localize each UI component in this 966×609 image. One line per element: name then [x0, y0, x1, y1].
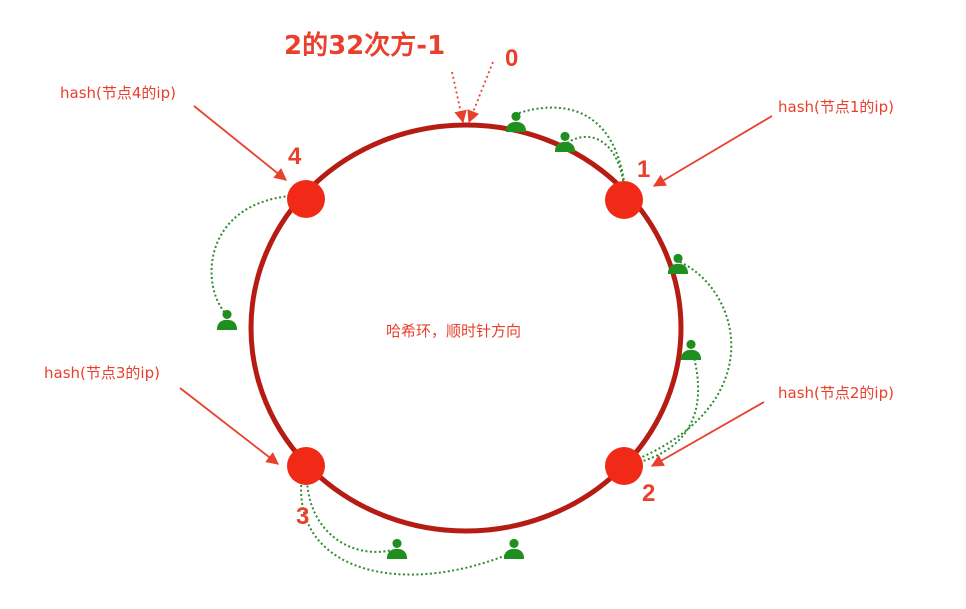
- ring-center-caption: 哈希环，顺时针方向: [386, 322, 521, 340]
- node-1-pointer-arrow: [652, 115, 773, 187]
- assign-link-user5-node3: [305, 471, 393, 553]
- node-4-number: 4: [288, 143, 302, 170]
- assign-link-user2-node1: [566, 135, 625, 187]
- ring-max-value-label: 2的32次方-1: [284, 30, 445, 61]
- user-4-icon: [680, 339, 702, 360]
- node-3-pointer-arrow: [179, 387, 279, 465]
- node-3-number: 3: [296, 503, 309, 530]
- user-6-icon: [503, 538, 525, 559]
- zero-arrow: [467, 61, 494, 124]
- node-4-hash-label: hash(节点4的ip): [60, 84, 176, 102]
- assign-link-user1-node1: [518, 106, 626, 189]
- node-2-hash-label: hash(节点2的ip): [778, 384, 894, 402]
- user-5-icon: [386, 538, 408, 559]
- node-2-dot: [605, 447, 643, 485]
- assign-link-user7-node4: [210, 195, 291, 317]
- user-1-icon: [505, 111, 527, 132]
- node-4-pointer-arrow: [193, 105, 287, 181]
- node-1-dot: [605, 181, 643, 219]
- assign-link-user3-node2: [639, 261, 733, 459]
- node-1-hash-label: hash(节点1的ip): [778, 98, 894, 116]
- hash-ring: [248, 122, 684, 534]
- max-value-arrow: [451, 71, 467, 124]
- node-1-number: 1: [637, 156, 650, 183]
- node-2-number: 2: [642, 480, 655, 507]
- node-2-pointer-arrow: [650, 401, 765, 467]
- node-3-hash-label: hash(节点3的ip): [44, 364, 160, 382]
- node-3-dot: [287, 447, 325, 485]
- ring-zero-label: 0: [505, 45, 518, 72]
- node-4-dot: [287, 180, 325, 218]
- user-7-icon: [216, 309, 238, 330]
